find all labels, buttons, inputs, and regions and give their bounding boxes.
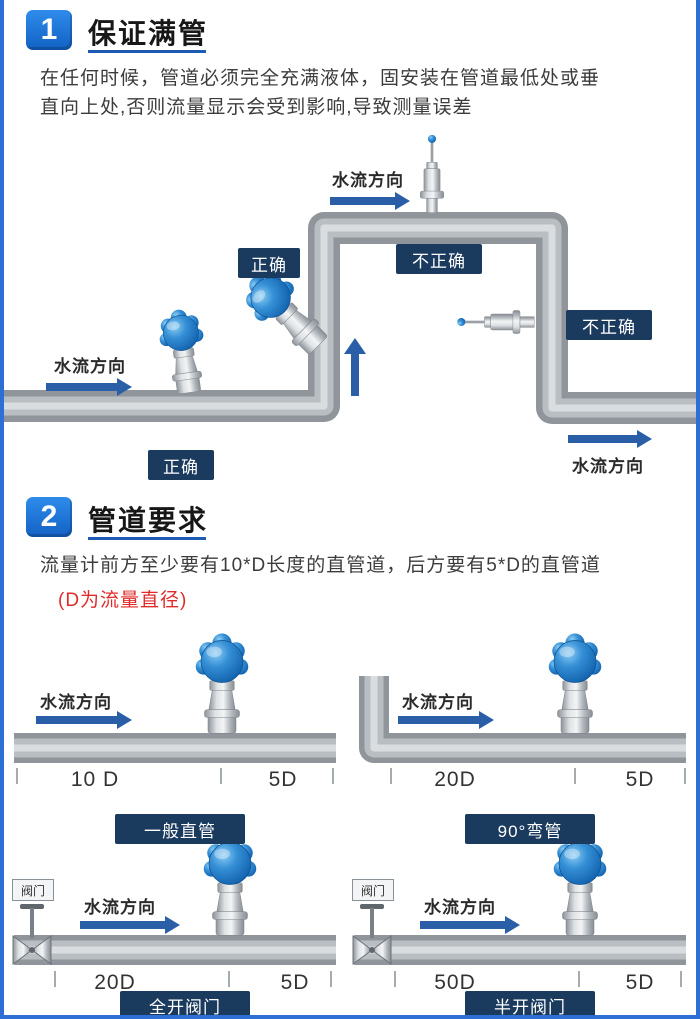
page-border-left (0, 0, 4, 1019)
section2-note: (D为流量直径) (58, 590, 188, 611)
turbine-flowmeter (187, 630, 257, 735)
dimension-tick (16, 768, 18, 784)
section2-number-badge: 2 (26, 497, 72, 537)
flow-direction-label: 水流方向 (84, 898, 156, 917)
valve-label: 阀门 (12, 879, 54, 901)
section2-title-underline (88, 537, 206, 540)
turbine-flowmeter (540, 630, 610, 735)
section1-title: 保证满管 (88, 18, 209, 49)
dim-upstream: 20D (94, 971, 136, 994)
panel-full-open-valve: 阀门 水流方向 20D 5D 全开阀门 (10, 825, 340, 1019)
dimension-tick (332, 768, 334, 784)
panel-pipe (14, 733, 336, 763)
probe-flowmeter-right-incorrect (456, 304, 536, 340)
flow-arrow-left (46, 378, 132, 396)
flow-arrow (80, 916, 180, 934)
turbine-flowmeter (195, 832, 265, 937)
panel-straight-pipe: 水流方向 10 D 5D 一般直管 (10, 618, 340, 853)
flow-arrow (398, 711, 494, 729)
panel-caption: 全开阀门 (120, 991, 250, 1019)
flow-direction-label-top: 水流方向 (332, 171, 404, 190)
tag-correct-bottom: 正确 (148, 450, 214, 480)
flow-direction-label: 水流方向 (40, 693, 112, 712)
panel-caption: 一般直管 (115, 814, 245, 844)
panel-pipe (14, 935, 336, 965)
section1-paragraph-line1: 在任何时候，管道必须完全充满液体，固安装在管道最低处或垂 (40, 68, 601, 89)
dimension-tick (394, 971, 396, 987)
section1-number-badge: 1 (26, 10, 72, 50)
section2-title: 管道要求 (88, 505, 209, 536)
valve-icon (10, 904, 54, 966)
dimension-tick (228, 971, 230, 987)
section1-paragraph-line2: 直向上处,否则流量显示会受到影响,导致测量误差 (40, 97, 473, 118)
dim-upstream: 20D (434, 768, 476, 791)
dim-downstream: 5D (280, 971, 310, 994)
flow-direction-label: 水流方向 (402, 693, 474, 712)
page-border-right (696, 0, 700, 1019)
tag-incorrect-top: 不正确 (396, 244, 482, 274)
dimension-tick (680, 971, 682, 987)
dimension-tick (330, 971, 332, 987)
flow-arrow-top (330, 192, 410, 210)
tag-incorrect-right: 不正确 (566, 310, 652, 340)
flow-direction-label-bottom-right: 水流方向 (572, 457, 644, 476)
dim-downstream: 5D (625, 768, 655, 791)
dim-downstream: 5D (268, 768, 298, 791)
panel-half-open-valve: 阀门 水流方向 50D 5D 半开阀门 (350, 825, 690, 1019)
valve-icon (350, 904, 394, 966)
panel-pipe (359, 676, 686, 763)
dim-upstream: 10 D (70, 768, 120, 791)
flow-direction-label-left: 水流方向 (54, 357, 126, 376)
section1-title-underline (88, 50, 206, 53)
section2-body: 流量计前方至少要有10*D长度的直管道，后方要有5*D的直管道 (40, 555, 601, 576)
page-border-bottom (0, 1015, 700, 1019)
dimension-tick (578, 971, 580, 987)
flow-arrow (420, 916, 520, 934)
dimension-tick (390, 768, 392, 784)
dim-upstream: 50D (434, 971, 476, 994)
tag-correct-middle: 正确 (238, 248, 300, 278)
turbine-flowmeter (545, 832, 615, 937)
dim-downstream: 5D (625, 971, 655, 994)
dimension-tick (220, 768, 222, 784)
dimension-tick (684, 768, 686, 784)
flow-arrow-up (344, 338, 366, 396)
flow-direction-label: 水流方向 (424, 898, 496, 917)
valve-label: 阀门 (352, 879, 394, 901)
turbine-flowmeter-vertical-correct (148, 303, 219, 398)
dimension-tick (54, 971, 56, 987)
pipe-run (0, 212, 700, 424)
full-pipe-installation-diagram: 水流方向 水流方向 水流方向 正确 不正确 不正确 正确 (0, 134, 700, 492)
probe-flowmeter-top-incorrect (414, 132, 450, 216)
dimension-tick (574, 768, 576, 784)
panel-pipe (354, 935, 686, 965)
panel-90-elbow: 水流方向 20D 5D 90°弯管 (350, 618, 690, 853)
flow-arrow (36, 711, 132, 729)
flow-arrow-bottom-right (568, 430, 652, 448)
panel-caption: 半开阀门 (465, 991, 595, 1019)
panel-caption: 90°弯管 (465, 814, 595, 844)
